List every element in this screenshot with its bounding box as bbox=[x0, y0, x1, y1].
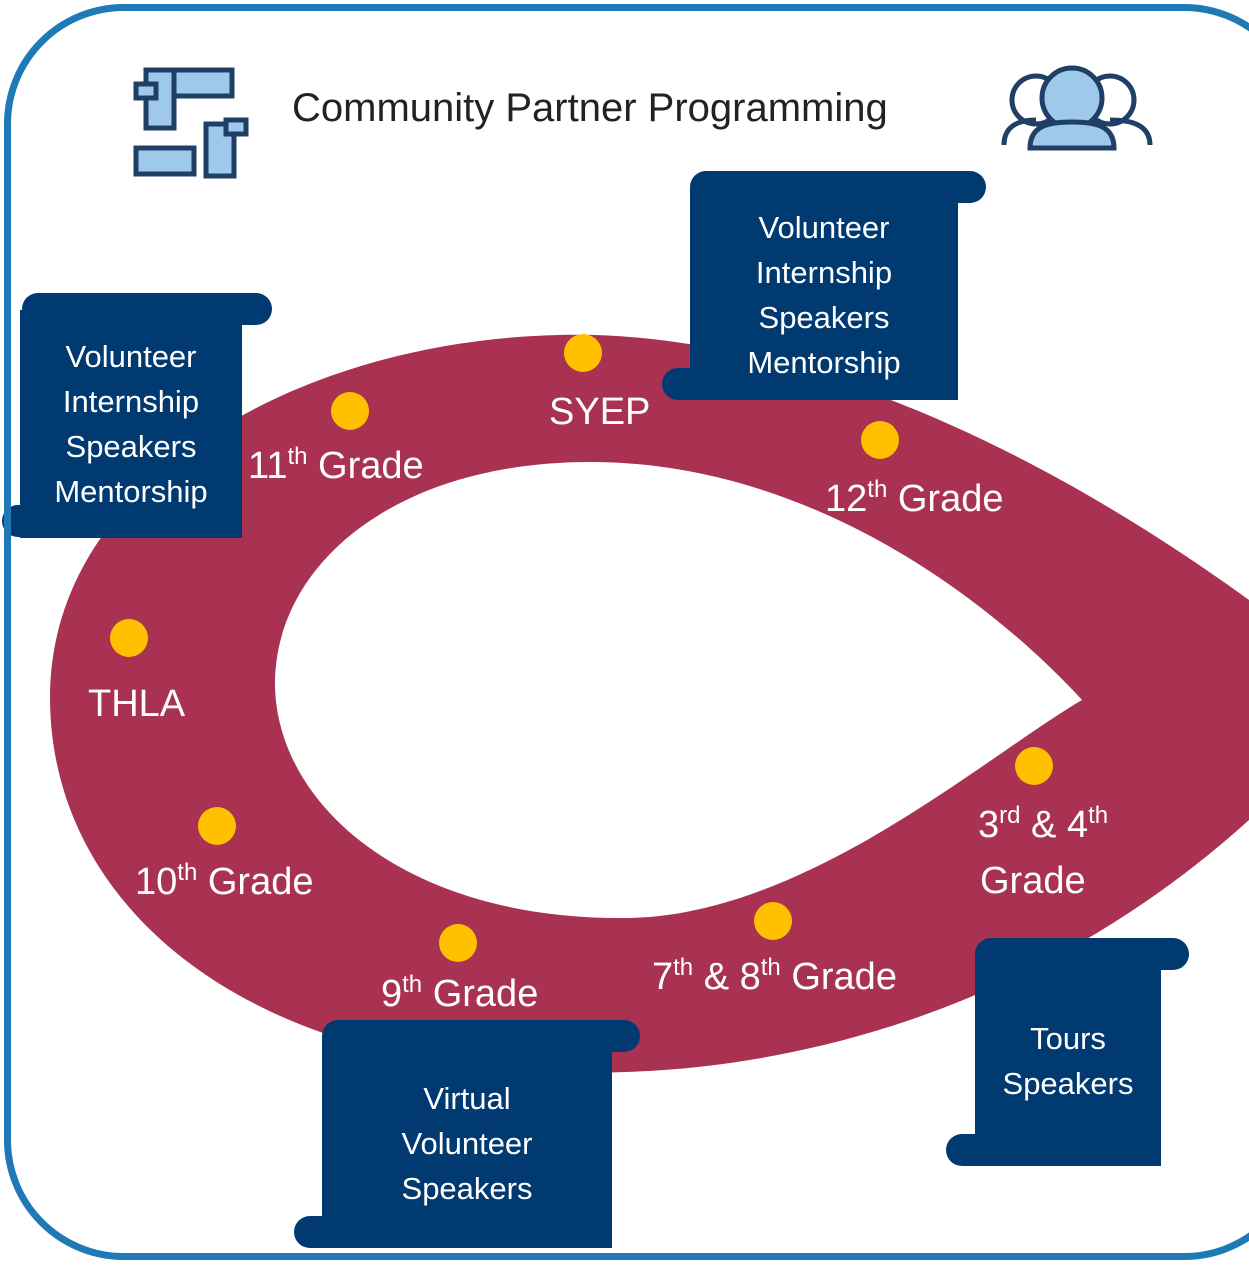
hands-teamwork-icon bbox=[133, 67, 249, 179]
scroll-text-right: Tours Speakers bbox=[1002, 1021, 1134, 1101]
stage-label-10th: 10th Grade bbox=[135, 859, 314, 903]
dot-11th bbox=[331, 392, 369, 430]
stage-label-7th-8th: 7th & 8th Grade bbox=[652, 954, 897, 998]
people-group-icon bbox=[1001, 65, 1153, 151]
stage-label-11th: 11th Grade bbox=[248, 443, 424, 487]
dot-12th bbox=[861, 421, 899, 459]
dot-9th bbox=[439, 924, 477, 962]
track-ring bbox=[49, 334, 1249, 1073]
stage-label-12th: 12th Grade bbox=[825, 476, 1004, 520]
scroll-text-bottom: Virtual Volunteer Speakers bbox=[401, 1081, 533, 1206]
page-title: Community Partner Programming bbox=[292, 86, 888, 130]
stage-label-syep: SYEP bbox=[549, 391, 651, 433]
scroll-shape-left bbox=[2, 293, 272, 538]
stage-label-3rd-4th: 3rd & 4th bbox=[978, 802, 1109, 846]
dot-syep bbox=[564, 334, 602, 372]
dot-7th-8th bbox=[754, 902, 792, 940]
scroll-shape-right bbox=[946, 938, 1189, 1166]
dot-10th bbox=[198, 807, 236, 845]
stage-label-3rd-4th-line2: Grade bbox=[980, 860, 1086, 902]
scroll-text-left: Volunteer Internship Speakers Mentorship bbox=[54, 339, 208, 509]
stage-label-9th: 9th Grade bbox=[381, 971, 539, 1015]
dot-thla bbox=[110, 619, 148, 657]
frame-border bbox=[4, 4, 1249, 1260]
scroll-text-top: Volunteer Internship Speakers Mentorship bbox=[747, 210, 901, 380]
scroll-shape-top bbox=[662, 171, 986, 400]
dot-3rd-4th bbox=[1015, 747, 1053, 785]
stage-label-thla: THLA bbox=[88, 683, 186, 725]
scroll-shape-bottom bbox=[294, 1020, 640, 1248]
